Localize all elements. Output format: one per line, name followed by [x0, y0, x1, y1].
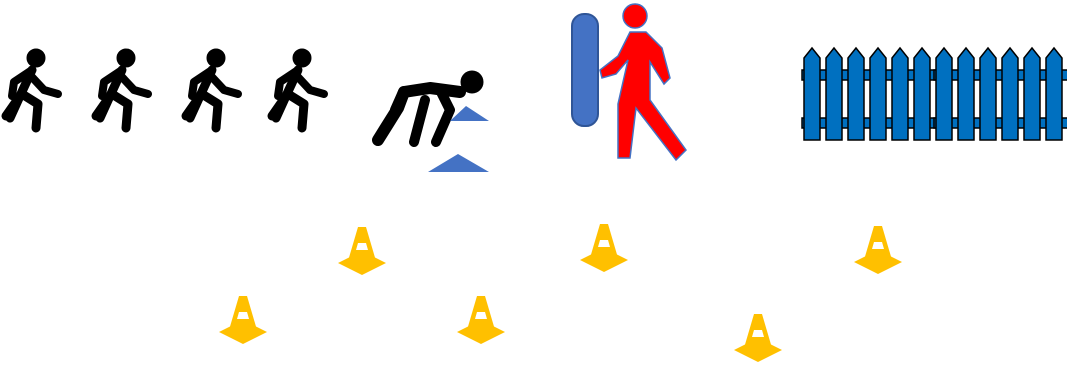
- walkers-group: [6, 49, 324, 128]
- traffic-cone-icon: [219, 296, 267, 344]
- person-walking-icon: [186, 49, 238, 128]
- traffic-cone-icon: [854, 226, 902, 274]
- person-walking-icon: [96, 49, 148, 128]
- traffic-cone-icon: [580, 224, 628, 272]
- traffic-cone-icon: [734, 314, 782, 362]
- person-walking-icon: [272, 49, 324, 128]
- tire-icon: [572, 14, 598, 126]
- cones-group: [219, 224, 902, 362]
- person-pushing-tire-icon: [600, 4, 686, 160]
- person-walking-icon: [6, 49, 58, 128]
- traffic-cone-icon: [338, 227, 386, 275]
- traffic-cone-icon: [457, 296, 505, 344]
- fence-icon: [802, 48, 1067, 140]
- triangle-marker-icon: [428, 154, 489, 172]
- person-crouching-start-icon: [378, 71, 483, 142]
- triangle-marker-icon: [450, 106, 489, 121]
